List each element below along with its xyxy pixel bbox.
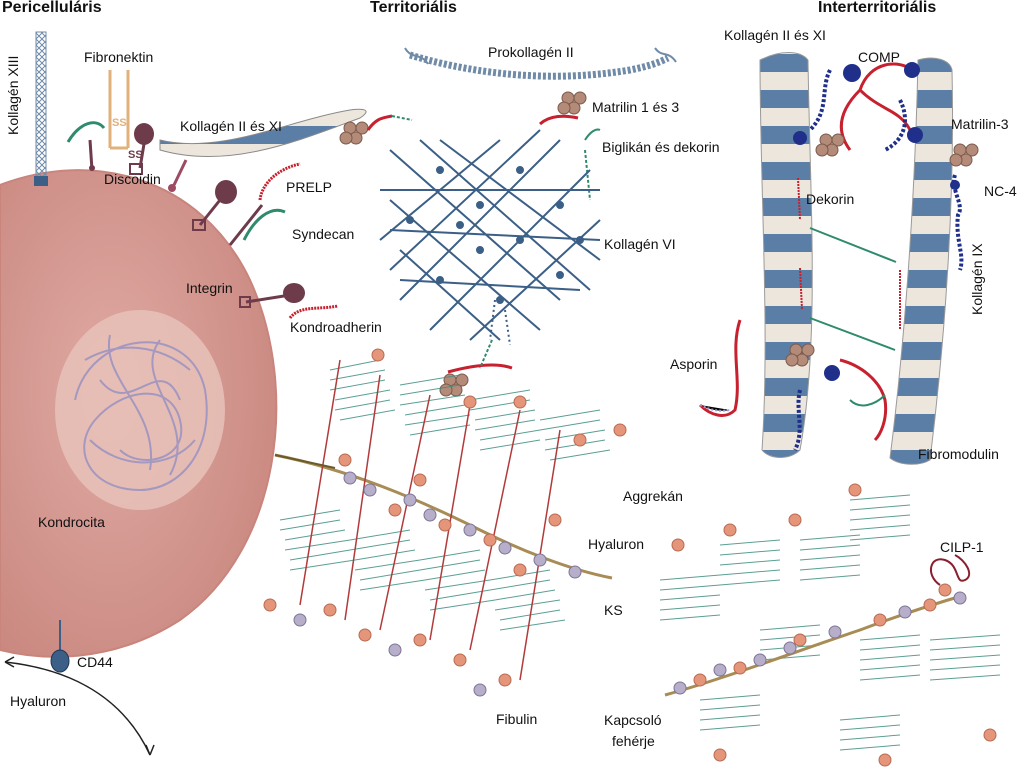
label-kapcsolo: Kapcsoló [604, 712, 662, 728]
heading-pericellular: Pericelluláris [2, 0, 102, 16]
label-feherje: fehérje [612, 733, 655, 749]
label-asporin: Asporin [670, 356, 718, 372]
receptor-group [192, 162, 339, 320]
label-kollagen-ii-xi-left: Kollagén II és XI [180, 118, 282, 134]
label-ss-b: SS [128, 149, 143, 161]
label-cd44: CD44 [77, 654, 113, 670]
label-matrilin-3: Matrilin-3 [951, 116, 1009, 132]
label-hyaluron-right: Hyaluron [588, 536, 645, 552]
matrilin-cluster-left [339, 121, 369, 145]
procollagen-ii [408, 51, 670, 80]
label-matrilin-1-3: Matrilin 1 és 3 [592, 99, 680, 115]
label-fibronektin: Fibronektin [84, 49, 154, 65]
collagen-ii-xi-fiber-left [159, 108, 367, 157]
aggrecan-aggregate-territorial [263, 348, 627, 697]
label-kondroadherin: Kondroadherin [290, 319, 382, 335]
matrilin-1-3 [557, 91, 587, 115]
label-ks: KS [604, 602, 623, 618]
label-kondrocita: Kondrocita [38, 514, 105, 530]
label-biglikan-dekorin: Biglikán és dekorin [602, 139, 720, 155]
label-fibulin: Fibulin [496, 711, 538, 727]
label-integrin: Integrin [186, 280, 233, 296]
collagen-vi-network [379, 129, 601, 341]
cilp1-coil [930, 554, 971, 586]
label-prokollagen-ii: Prokollagén II [488, 44, 574, 60]
label-kollagen-vi: Kollagén VI [604, 236, 676, 252]
hyaluron-arrow [4, 661, 151, 756]
label-syndecan: Syndecan [292, 226, 355, 242]
heading-interterritorial: Interterritoriális [818, 0, 937, 16]
aggrecan-aggregate-interterritorial [659, 483, 1001, 767]
label-aggrekan: Aggrekán [623, 488, 683, 504]
label-kollagen-xiii: Kollagén XIII [5, 55, 21, 135]
label-kollagen-ix: Kollagén IX [969, 243, 985, 315]
label-ss-a: SS [112, 117, 127, 129]
label-cilp1: CILP-1 [940, 539, 984, 555]
label-hyaluron-left: Hyaluron [10, 693, 67, 709]
heading-territorial: Territoriális [370, 0, 457, 16]
label-fibromodulin: Fibromodulin [918, 446, 999, 462]
fibromodulin [793, 358, 888, 451]
discoidin-receptor [129, 123, 188, 192]
label-nc4: NC-4 [984, 183, 1017, 199]
label-comp: COMP [858, 49, 900, 65]
asporin [698, 319, 742, 417]
cd44-receptor [50, 620, 70, 673]
label-discoidin: Discoidin [104, 171, 161, 187]
chromatin [74, 334, 208, 492]
label-kollagen-ii-xi-right: Kollagén II és XI [724, 27, 826, 43]
decorin-links [797, 177, 901, 351]
label-prelp: PRELP [286, 179, 332, 195]
label-dekorin: Dekorin [806, 191, 855, 207]
collagen-xiii [34, 31, 48, 186]
nucleus [55, 310, 225, 510]
collagen-ii-xi-fibers-interterritorial [759, 52, 954, 465]
chondrocyte-cell [0, 169, 278, 658]
comp-complex [793, 62, 923, 152]
fibronectin [108, 70, 130, 150]
